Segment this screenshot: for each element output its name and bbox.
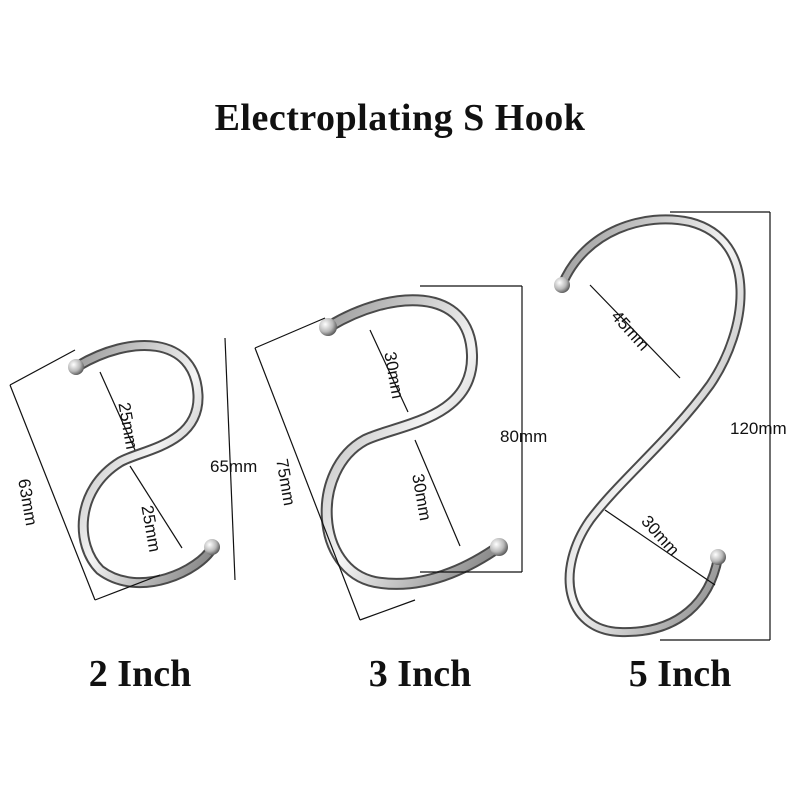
hook-2-inch bbox=[68, 340, 220, 589]
dim-bottom-inner: 30mm bbox=[637, 512, 683, 560]
size-label-5-inch: 5 Inch bbox=[628, 653, 732, 695]
hook-end-knob-icon bbox=[319, 318, 337, 336]
hook-end-knob-icon bbox=[710, 549, 726, 565]
hook-end-knob-icon bbox=[554, 277, 570, 293]
dim-top-inner: 45mm bbox=[607, 307, 653, 355]
dim-bottom-inner: 30mm bbox=[408, 472, 435, 522]
dim-width: 75mm bbox=[272, 457, 299, 507]
dim-top-inner: 25mm bbox=[114, 401, 141, 451]
page-title: Electroplating S Hook bbox=[214, 97, 586, 139]
hook-end-knob-icon bbox=[204, 539, 220, 555]
hook-5-inch bbox=[554, 214, 746, 638]
dim-height: 120mm bbox=[730, 419, 787, 438]
dim-height: 65mm bbox=[210, 457, 257, 476]
hook-end-knob-icon bbox=[68, 359, 84, 375]
dimension-lines-2-inch bbox=[9, 337, 236, 601]
dim-bottom-inner: 25mm bbox=[137, 504, 164, 554]
size-label-3-inch: 3 Inch bbox=[368, 653, 472, 695]
dim-top-inner: 30mm bbox=[380, 350, 407, 400]
dim-height: 80mm bbox=[500, 427, 547, 446]
size-label-2-inch: 2 Inch bbox=[88, 653, 192, 695]
hook-end-knob-icon bbox=[490, 538, 508, 556]
dimension-lines-5-inch bbox=[589, 211, 771, 641]
dim-width: 63mm bbox=[14, 477, 41, 527]
hook-3-inch bbox=[319, 294, 508, 590]
dimension-lines-3-inch bbox=[254, 285, 523, 621]
